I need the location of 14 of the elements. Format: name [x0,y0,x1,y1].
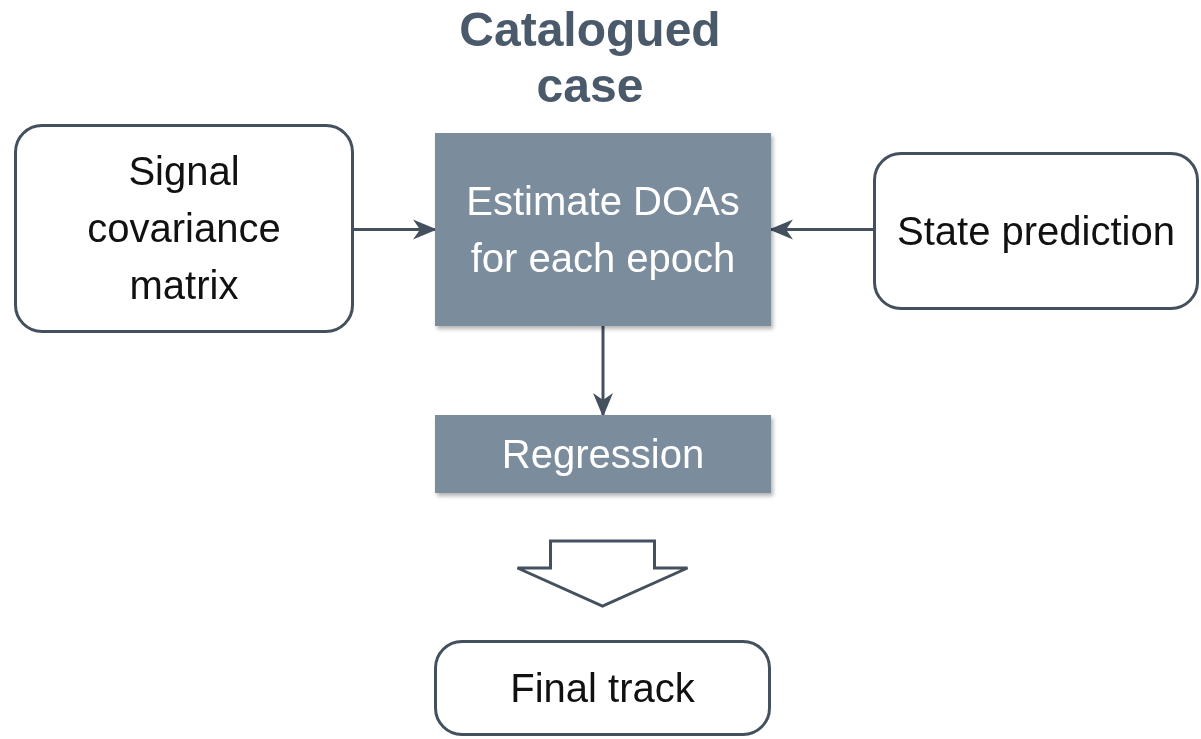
rounded-box [434,640,771,736]
block-arrow [516,539,689,608]
arrow [354,219,437,240]
node-label: Regression [500,430,706,478]
node-label: Signal covariance matrix [86,148,282,309]
arrow [593,326,613,417]
rounded-box [873,152,1199,310]
rounded-box [14,124,354,333]
process-box [435,415,771,493]
node-label: State prediction [896,207,1176,255]
node-label: Estimate DOAs for each epoch [465,177,741,282]
node-label: Final track [509,664,696,712]
process-box [435,133,771,326]
title: Catalogued case [458,2,722,114]
